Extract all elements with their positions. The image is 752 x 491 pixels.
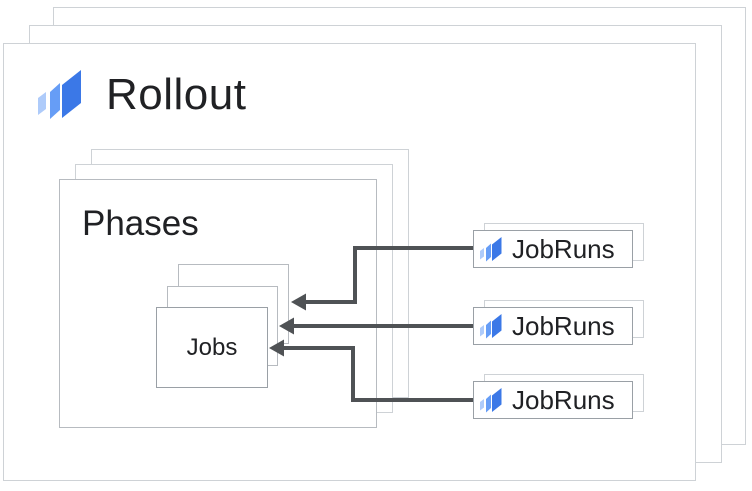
rollout-title-label: Rollout	[106, 70, 247, 119]
jobruns-label: JobRuns	[512, 233, 615, 264]
jobruns-label: JobRuns	[512, 384, 615, 415]
rollout-title: Rollout	[38, 70, 246, 120]
cloud-deploy-icon	[38, 70, 81, 119]
cloud-deploy-icon	[480, 313, 502, 338]
jobruns-label: JobRuns	[512, 310, 615, 341]
jobs-label: Jobs	[186, 333, 238, 361]
jobs-card-front: Jobs	[156, 307, 268, 388]
jobruns-3-card-front: JobRuns	[473, 381, 633, 419]
cloud-deploy-icon	[480, 387, 502, 412]
jobruns-2-card-front: JobRuns	[473, 307, 633, 345]
phases-label: Phases	[82, 204, 199, 243]
cloud-deploy-icon	[480, 236, 502, 261]
jobruns-1-card-front: JobRuns	[473, 230, 633, 268]
